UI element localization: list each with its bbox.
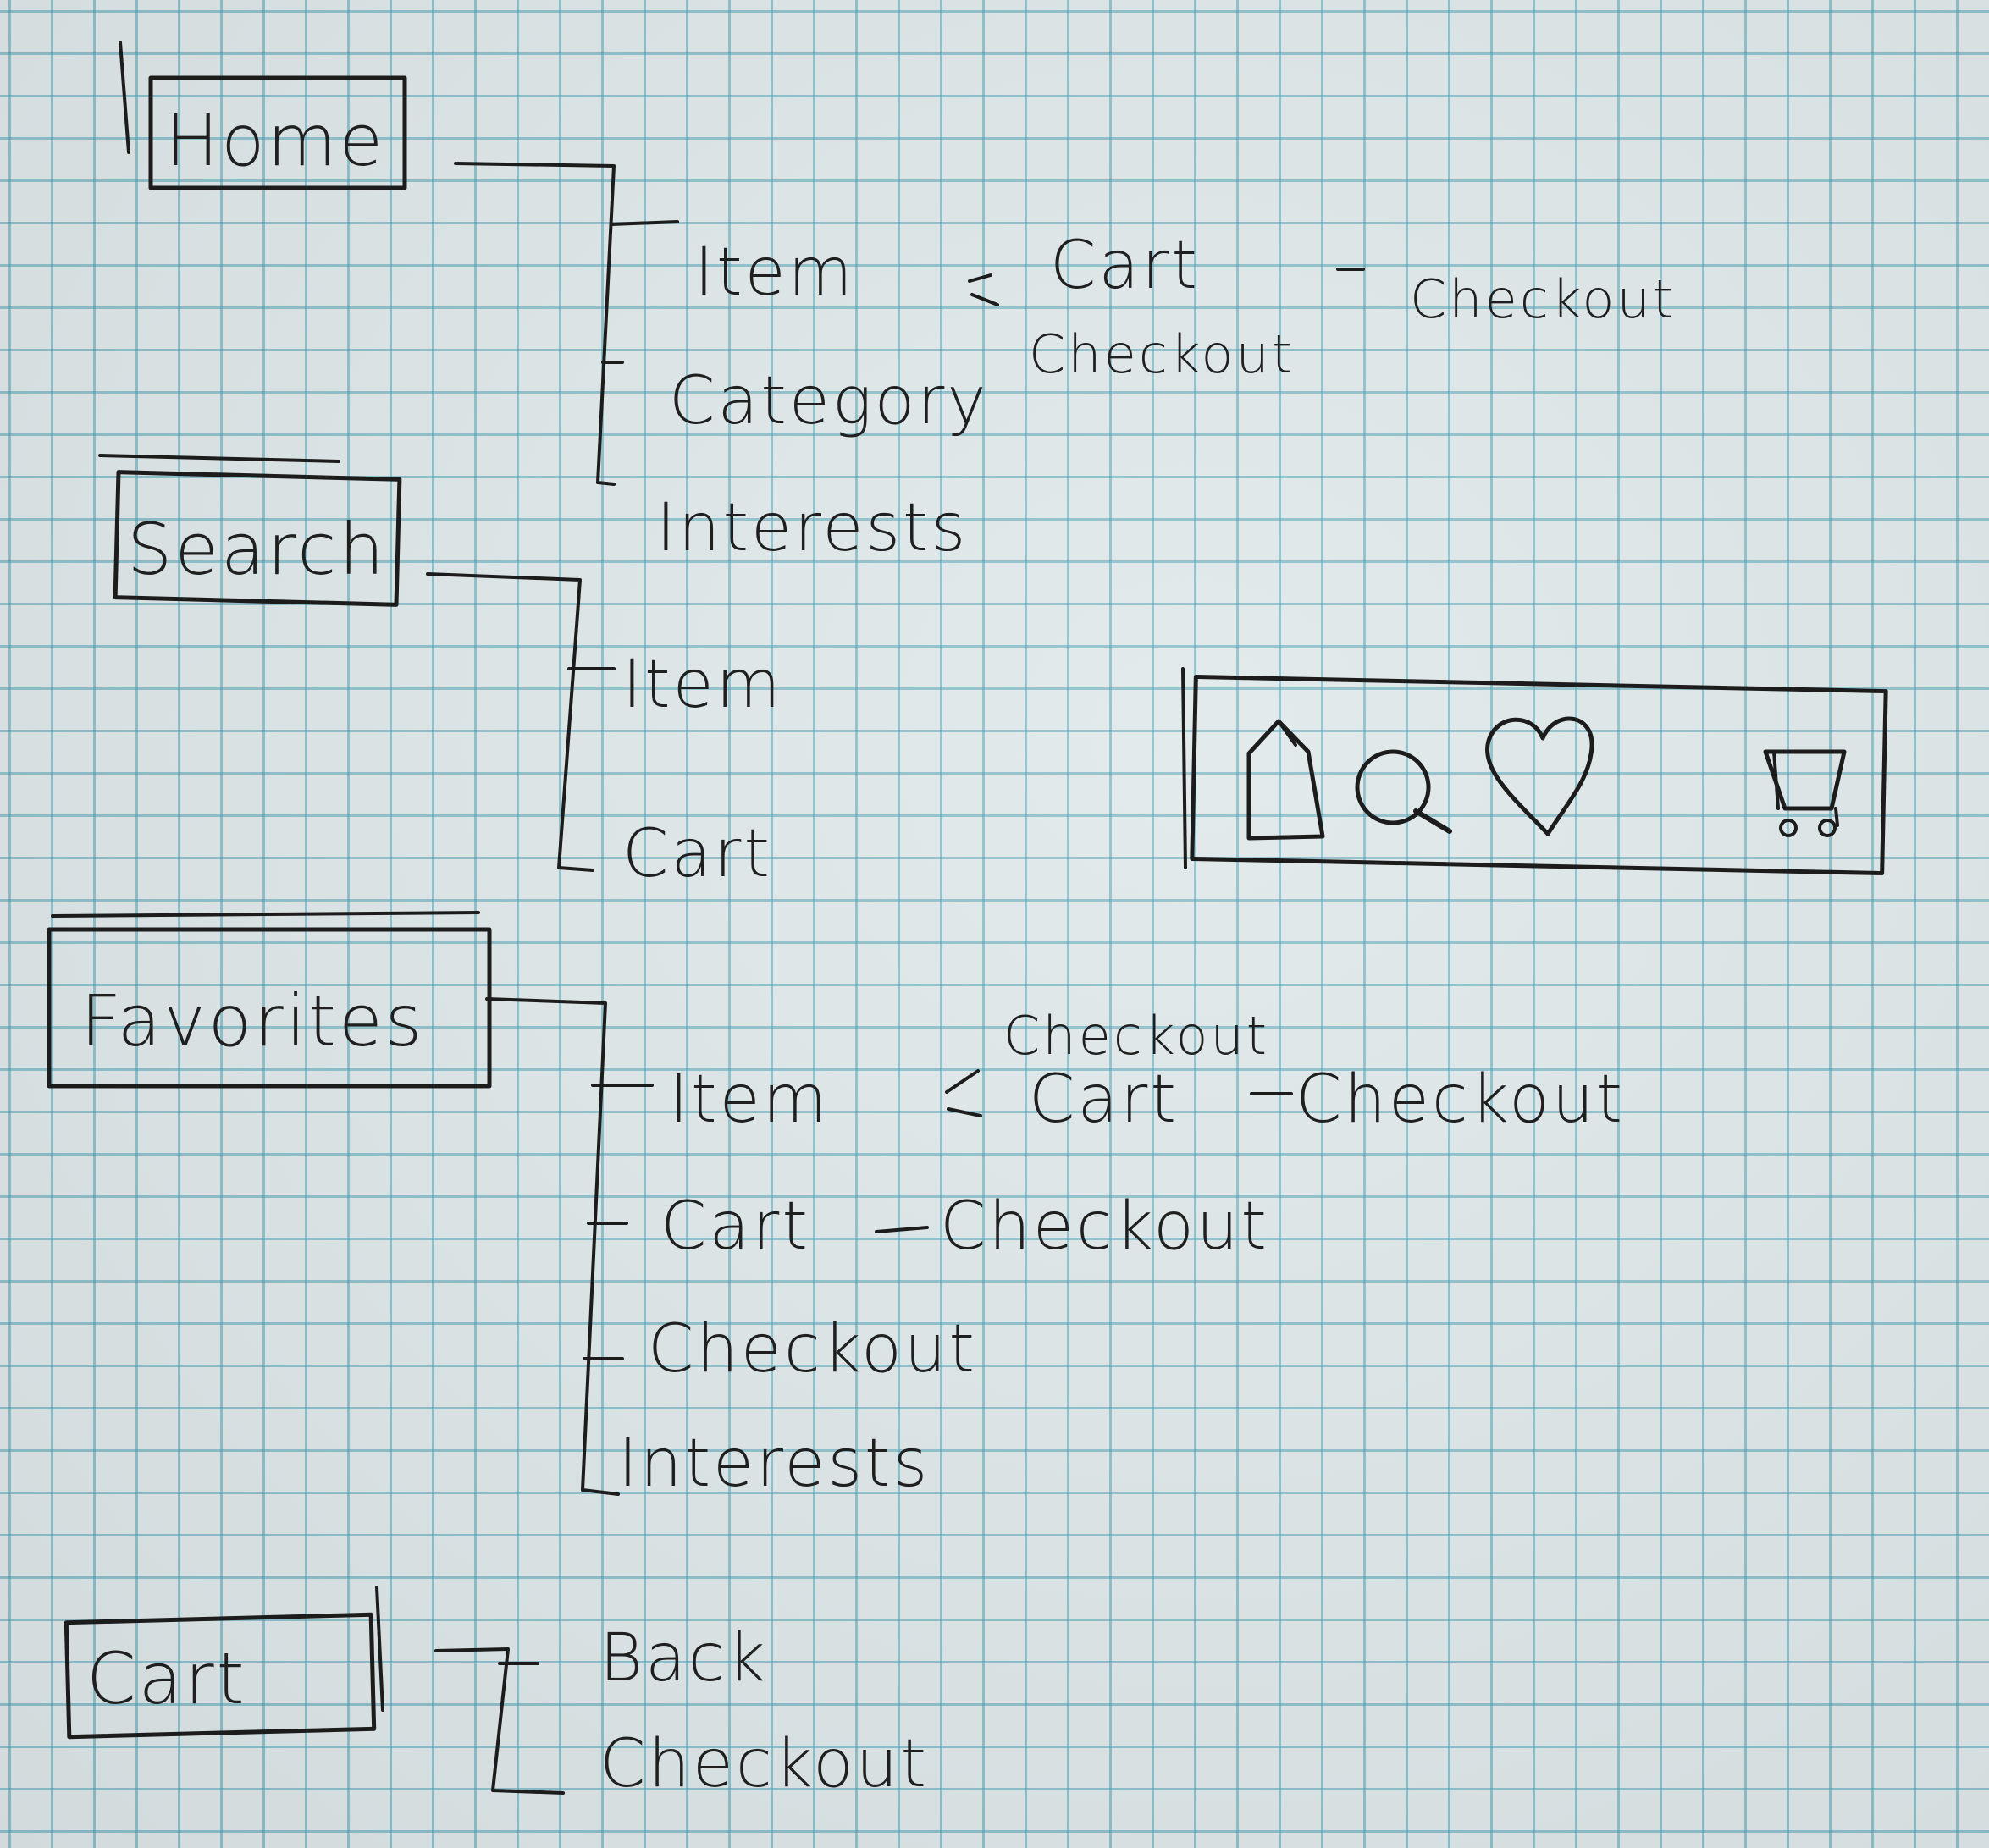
home-item-label: Item	[694, 234, 855, 311]
home-item-next-label: Cart	[1050, 228, 1200, 304]
search-icon	[1355, 749, 1452, 834]
home-tick-item	[610, 220, 679, 226]
home-item-fork	[968, 273, 999, 306]
cart-box-flourish	[375, 1586, 384, 1712]
search-cart-label: Cart	[622, 816, 772, 892]
home-interests-label: Interests	[656, 490, 968, 566]
cart-checkout-label: Checkout	[599, 1726, 929, 1802]
favorites-item-next-label: Cart	[1029, 1062, 1179, 1138]
cart-icon	[1763, 749, 1847, 837]
home-box	[148, 75, 407, 190]
home-item-alt-label: Checkout	[1029, 323, 1295, 385]
search-box-flourish	[98, 454, 340, 463]
cart-box	[64, 1612, 377, 1740]
favorites-label: Favorites	[80, 979, 424, 1062]
search-item-label: Item	[622, 647, 783, 723]
cart-section: Cart Back Checkout	[64, 1586, 929, 1802]
search-box	[113, 470, 402, 607]
nav-bar-sketch	[1181, 667, 1888, 876]
search-label: Search	[127, 508, 387, 591]
favorites-checkout-label: Checkout	[648, 1311, 977, 1387]
favorites-cart-dash	[875, 1226, 929, 1233]
favorites-interests-label: Interests	[618, 1426, 930, 1502]
home-icon	[1246, 719, 1325, 841]
favorites-box-flourish	[51, 911, 480, 918]
home-section: Home Item Cart Checkout Checkout Categor…	[119, 41, 1676, 566]
home-label: Home	[165, 99, 385, 182]
cart-bracket	[434, 1647, 565, 1795]
cart-label: Cart	[86, 1637, 247, 1720]
home-item-then-label: Checkout	[1410, 268, 1676, 330]
heart-icon	[1485, 716, 1594, 836]
favorites-section: Favorites Item Checkout Cart Checkout Ca…	[47, 911, 1625, 1502]
favorites-bracket	[485, 997, 620, 1496]
favorites-box	[47, 927, 492, 1089]
favorites-item-then-label: Checkout	[1296, 1062, 1625, 1138]
favorites-cart-then-label: Checkout	[940, 1189, 1269, 1265]
favorites-item-fork	[945, 1069, 982, 1117]
search-section: Search Item Cart	[98, 454, 783, 892]
cart-back-label: Back	[599, 1620, 768, 1696]
search-bracket	[426, 572, 594, 872]
favorites-cart-label: Cart	[660, 1189, 810, 1265]
nav-bar-frame	[1190, 674, 1888, 876]
favorites-item-alt-label: Checkout	[1003, 1005, 1269, 1067]
home-box-flourish	[119, 41, 130, 154]
home-bracket	[454, 162, 616, 486]
nav-bar-flourish	[1181, 667, 1187, 869]
favorites-item-label: Item	[669, 1062, 830, 1138]
home-category-label: Category	[669, 363, 989, 439]
